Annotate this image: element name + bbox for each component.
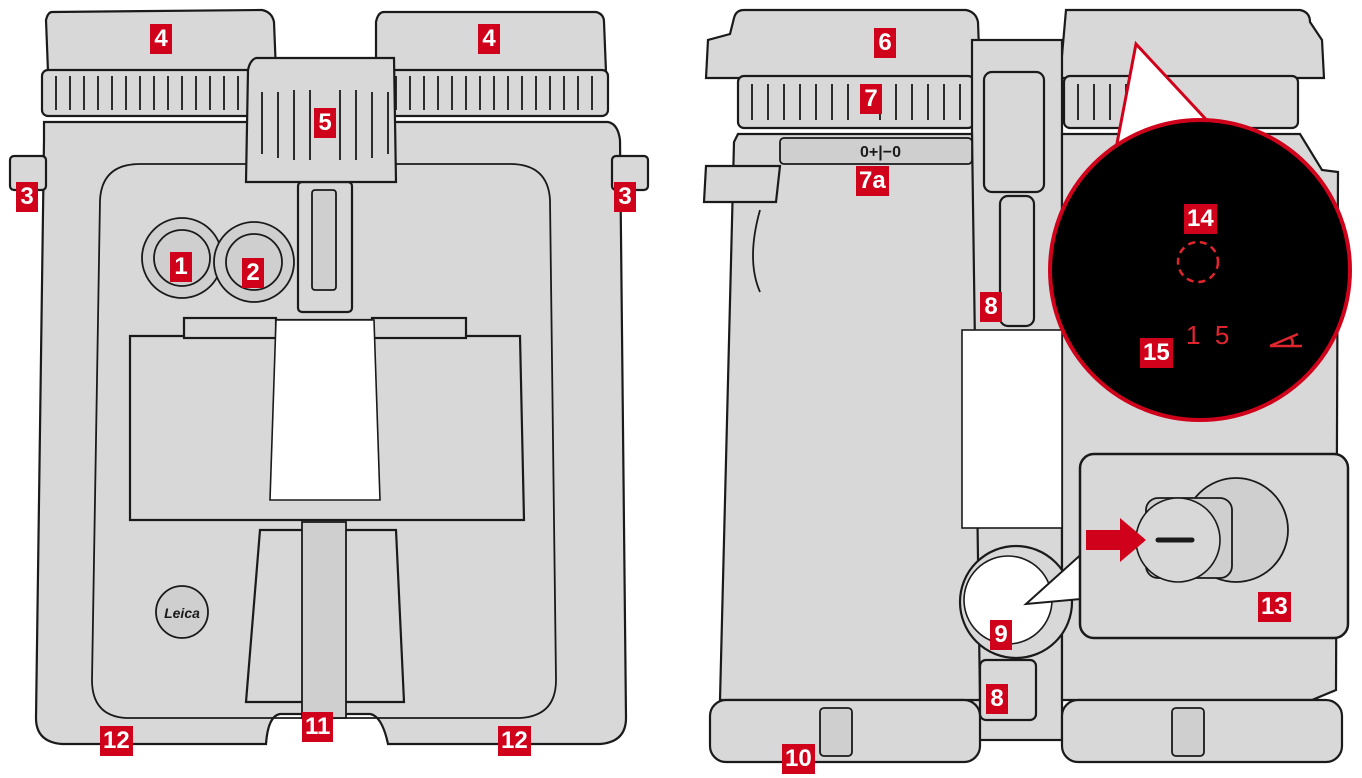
callout-3-right: 3 <box>614 182 636 212</box>
callout-8-upper: 8 <box>980 292 1002 322</box>
callout-1: 1 <box>170 252 192 282</box>
callout-12-left: 12 <box>100 726 133 756</box>
bottom-clip-right <box>1171 707 1205 757</box>
callout-15: 15 <box>1140 338 1173 368</box>
callout-8-lower: 8 <box>986 684 1008 714</box>
callout-9: 9 <box>990 620 1012 650</box>
reticle-circle <box>1176 240 1220 284</box>
side-left-barrel <box>718 132 982 702</box>
insert-arrow <box>1086 518 1146 562</box>
callout-6: 6 <box>874 28 896 58</box>
callout-14: 14 <box>1184 204 1217 234</box>
diopter-scale-band <box>779 137 973 165</box>
leica-logo-badge <box>155 585 209 639</box>
display-digits: 1 5 <box>1186 320 1229 350</box>
side-eyecup-right <box>1058 8 1326 80</box>
left-ring-ridges <box>55 76 593 110</box>
left-bridge-tab-right <box>370 316 468 340</box>
left-ring <box>40 68 270 118</box>
left-bridge-center <box>269 319 381 501</box>
display-magnifier <box>1048 118 1352 422</box>
callout-7: 7 <box>860 84 882 114</box>
side-upper-slot <box>998 194 1036 328</box>
callout-2: 2 <box>242 258 264 288</box>
side-eyecup <box>704 8 982 80</box>
callout-4-left: 4 <box>150 24 172 54</box>
callout-7a: 7a <box>856 166 889 196</box>
callout-12-right: 12 <box>498 726 531 756</box>
side-focus-knob <box>982 70 1046 194</box>
callout-4-right: 4 <box>478 24 500 54</box>
leica-logo-text: Leica <box>164 605 200 621</box>
callout-5: 5 <box>314 108 336 138</box>
side-strap-lug <box>702 164 782 204</box>
callout-13: 13 <box>1258 592 1291 622</box>
left-bridge-tab-left <box>182 316 278 340</box>
focus-wheel-ridges <box>261 90 389 160</box>
diopter-scale-text: 0+|−0 <box>860 144 901 161</box>
side-diopter-ring <box>736 74 976 130</box>
callout-3-left: 3 <box>16 182 38 212</box>
side-lug-curve <box>752 209 761 293</box>
right-ring <box>382 68 610 118</box>
angle-icon <box>1269 332 1302 348</box>
lower-hinge-slot <box>301 521 347 719</box>
bottom-clip-left <box>819 707 853 757</box>
right-binocular-side-view: 0+|−0 1 5 <box>702 8 1352 764</box>
hinge-slot <box>311 189 337 291</box>
callout-11: 11 <box>302 712 334 742</box>
callout-10: 10 <box>782 744 815 774</box>
left-inner-outline <box>91 163 557 719</box>
side-center-white <box>961 329 1063 529</box>
